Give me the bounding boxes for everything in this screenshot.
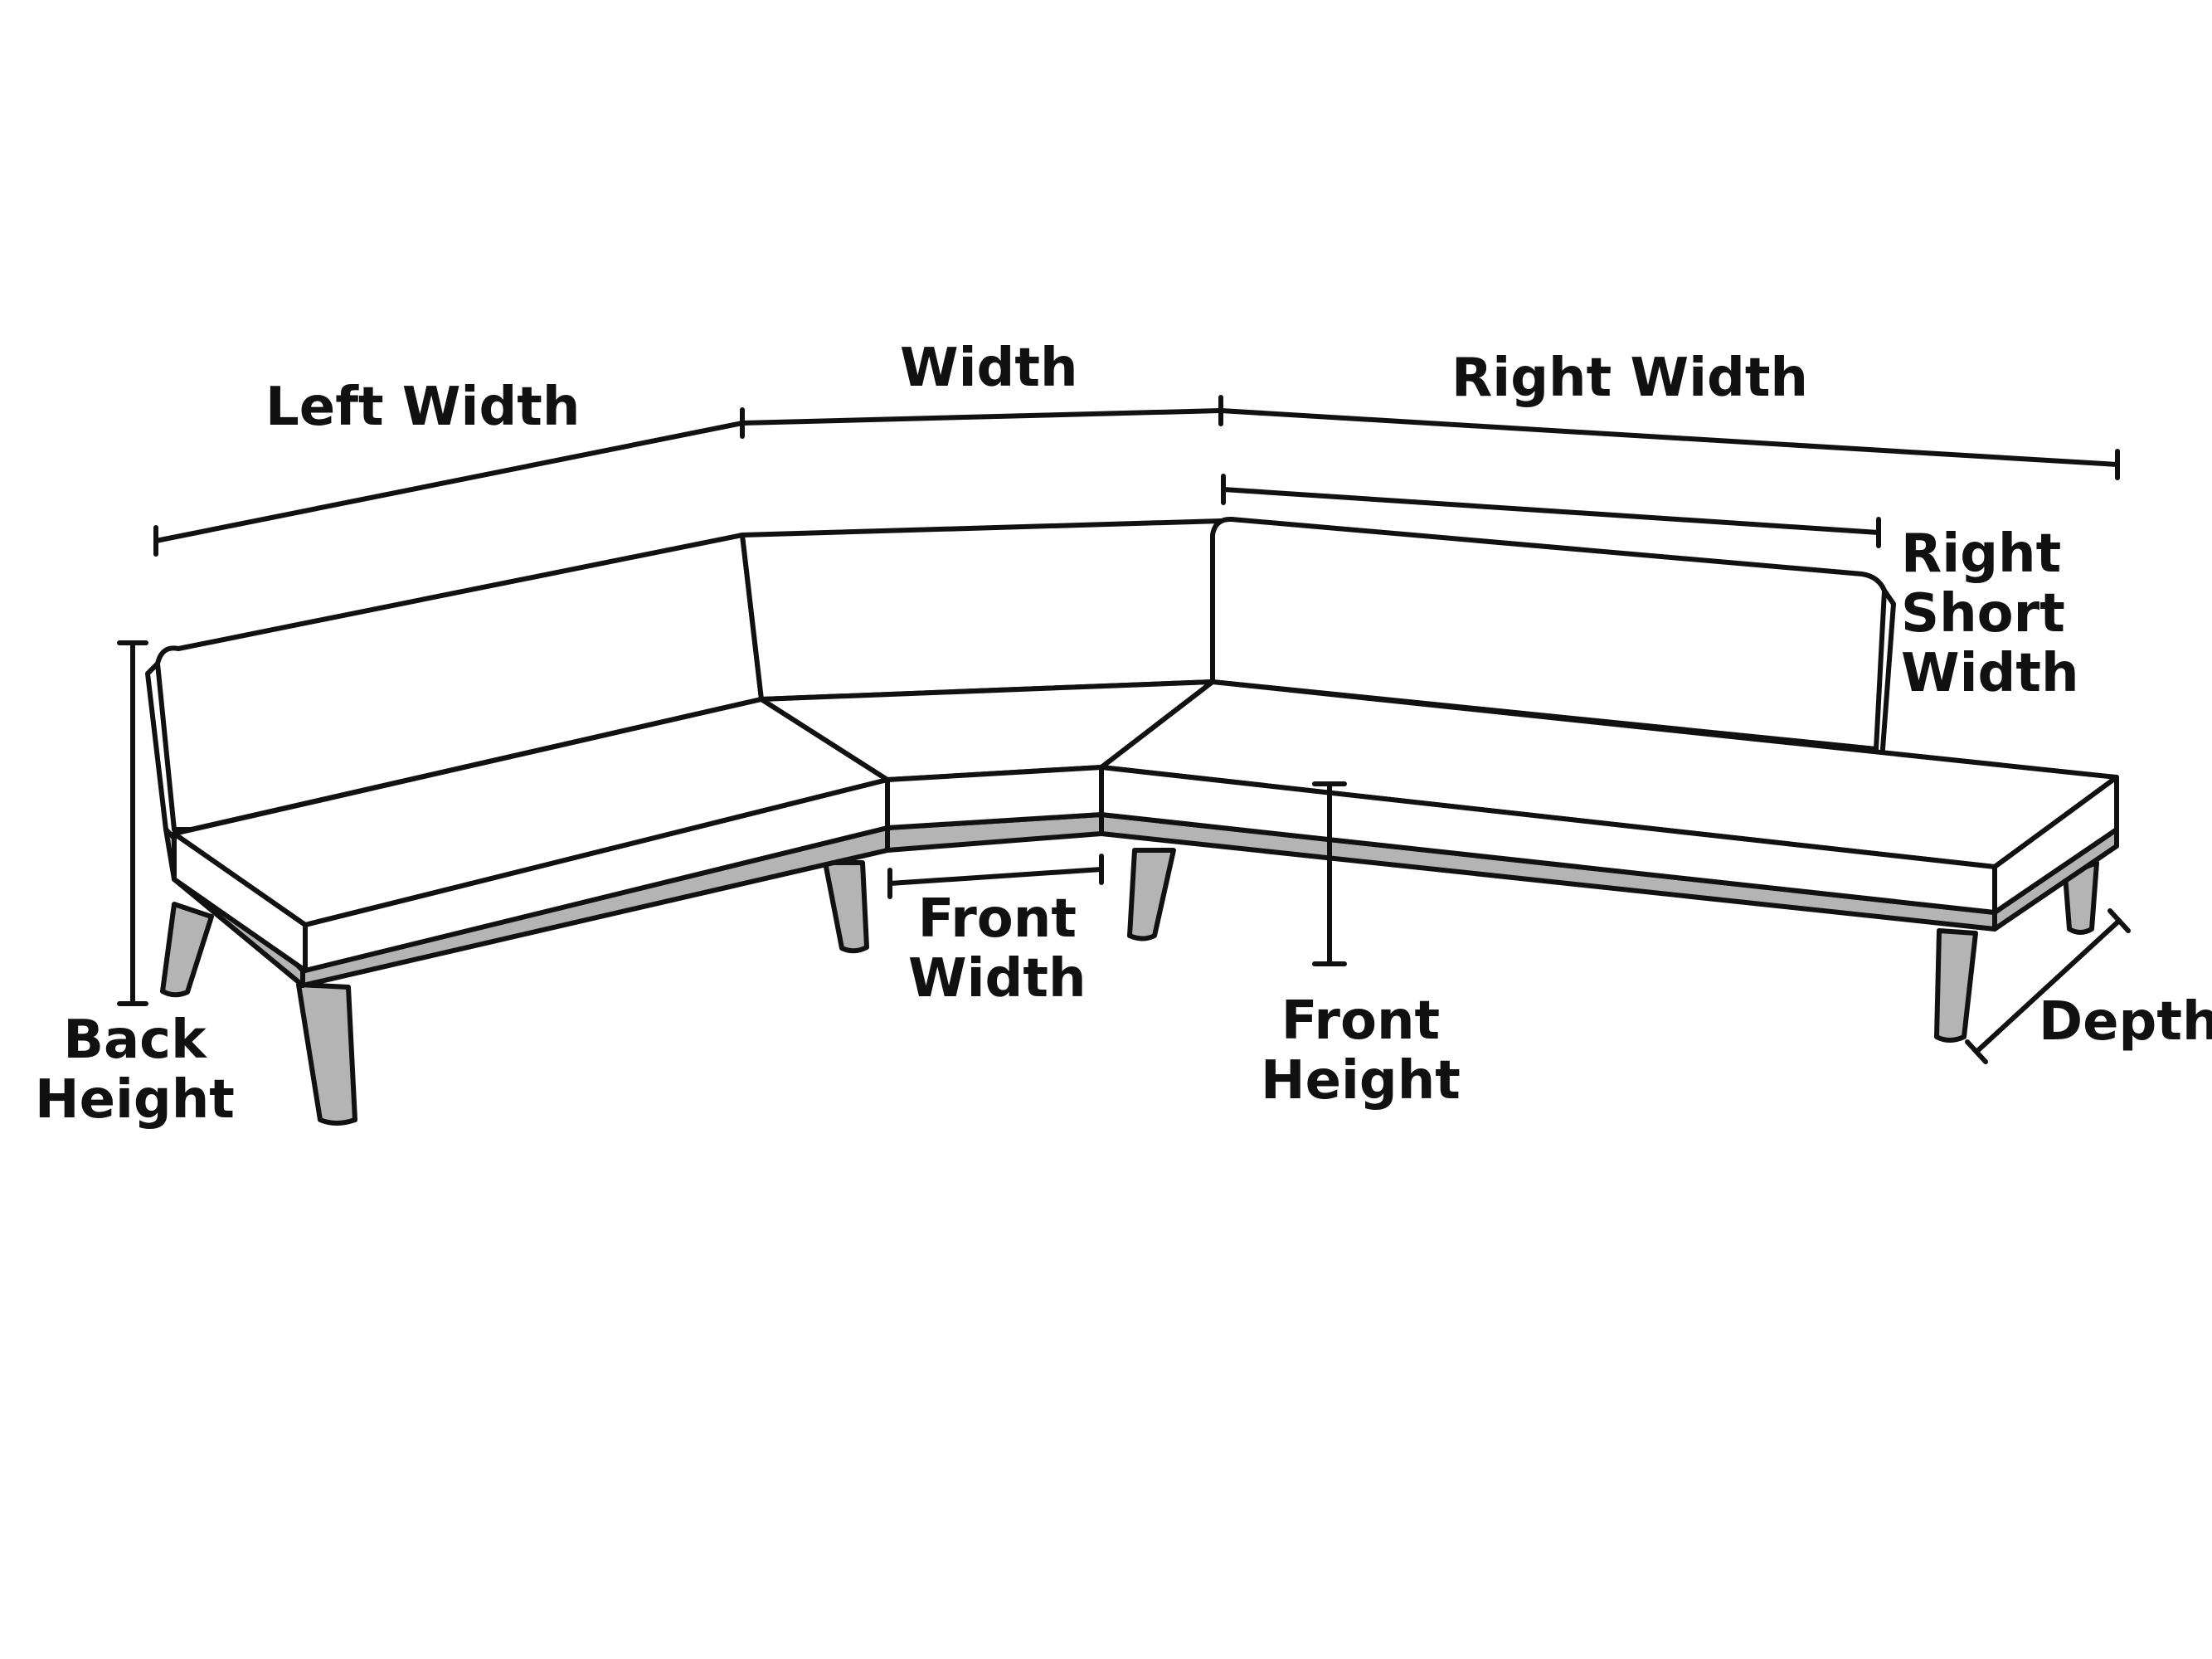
- sofa-seat: [172, 679, 2119, 973]
- leg-front-left: [296, 982, 357, 1126]
- label-back-height-line1: Back: [63, 1010, 207, 1071]
- label-depth-text: Depth: [2039, 991, 2212, 1053]
- back-right: [1210, 516, 1887, 752]
- sofa-back: [145, 516, 1896, 832]
- sofa-legs: [160, 848, 2099, 1126]
- label-front-width-line1: Front: [917, 888, 1077, 950]
- leg-back-left: [160, 902, 214, 998]
- back-right-side: [1880, 588, 1896, 752]
- label-front-width-line2: Width: [908, 948, 1087, 1010]
- label-left-width-text: Left Width: [265, 377, 581, 438]
- dim-right-short-width: [1221, 474, 1881, 548]
- label-front-height-line2: Height: [1261, 1050, 1461, 1112]
- leg-back-right: [2063, 860, 2099, 935]
- leg-mid-right: [1127, 848, 1176, 941]
- leg-mid-left: [823, 860, 869, 954]
- label-back-height: Back Height: [35, 1010, 235, 1130]
- label-depth: Depth: [2039, 992, 2212, 1052]
- label-right-short-width: Right Short Width: [1901, 524, 2079, 703]
- dim-front-width: [887, 854, 1104, 899]
- dim-front-height: [1312, 781, 1347, 966]
- dim-right-width: [1218, 408, 2120, 480]
- leg-front-right: [1934, 928, 1978, 1043]
- label-left-width: Left Width: [265, 377, 580, 437]
- label-right-short-width-line1: Right: [1901, 523, 2062, 585]
- dimension-lines: [117, 395, 2131, 1064]
- seat-center-front: [885, 765, 1104, 830]
- label-right-width: Right Width: [1451, 348, 1808, 408]
- dim-depth: [1965, 908, 2131, 1064]
- label-right-short-width-line3: Width: [1901, 643, 2079, 704]
- label-width-text: Width: [900, 338, 1078, 399]
- label-front-width: Front Width: [908, 889, 1087, 1009]
- back-left-side: [145, 661, 168, 832]
- seat-right-side: [1992, 775, 2119, 915]
- label-front-height: Front Height: [1261, 991, 1461, 1111]
- label-front-height-line1: Front: [1281, 990, 1441, 1052]
- back-center: [740, 518, 1223, 702]
- label-right-width-text: Right Width: [1451, 348, 1808, 409]
- label-back-height-line2: Height: [35, 1069, 235, 1131]
- label-right-short-width-line2: Short: [1901, 583, 2065, 645]
- dim-width: [740, 395, 1223, 426]
- label-width: Width: [900, 338, 1078, 398]
- dim-back-height: [117, 640, 148, 1006]
